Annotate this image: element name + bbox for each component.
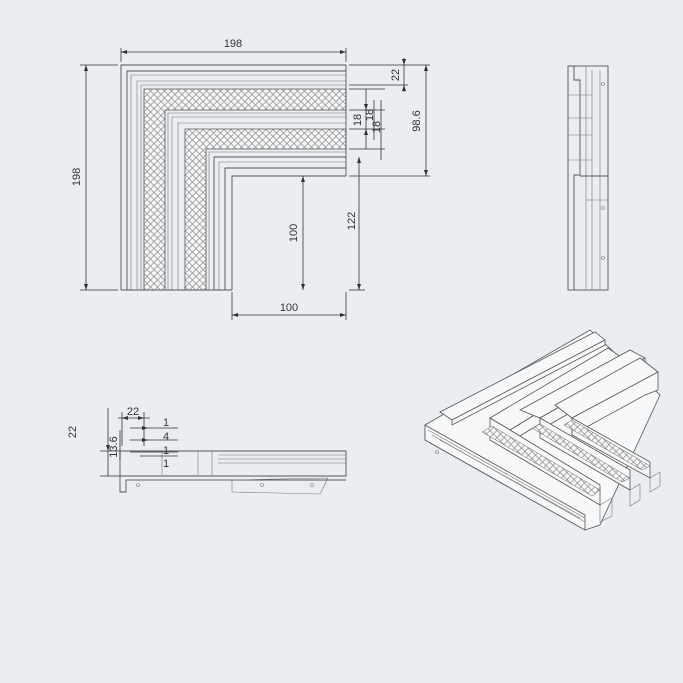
dimension-width-top-label: 198 <box>224 38 242 50</box>
dimension-22-label: 22 <box>390 69 402 81</box>
dimension-98-6: 98.6 <box>349 64 430 177</box>
isometric-view <box>424 329 661 531</box>
top-view: 198 198 22 98.6 <box>71 38 430 320</box>
dimension-122-label: 122 <box>346 212 358 230</box>
dimension-height-left-label: 198 <box>71 168 83 186</box>
dimension-100-bottom-label: 100 <box>280 302 298 314</box>
dimension-18b-label: 18 <box>364 109 376 121</box>
section-dim-4-label: 4 <box>163 431 169 443</box>
dimension-18a-label: 18 <box>352 114 364 126</box>
dimension-height-left: 198 <box>71 64 118 291</box>
dimension-width-top: 198 <box>120 38 347 62</box>
section-dim-13-6-label: 13.6 <box>108 436 120 457</box>
dimension-100-vertical: 100 <box>288 176 305 290</box>
dimension-98-6-label: 98.6 <box>411 110 423 131</box>
section-dim-1c-label: 1 <box>163 458 169 470</box>
section-dim-22-top-label: 22 <box>127 406 139 418</box>
dimension-18-group: 18 18 18 <box>349 88 385 160</box>
section-dim-1b-label: 1 <box>163 445 169 457</box>
dimension-122: 122 <box>346 157 365 291</box>
mesh-band-outer <box>143 88 347 291</box>
dimension-100-vertical-label: 100 <box>288 224 300 242</box>
section-view: 22 22 13.6 1 4 1 1 <box>67 406 347 495</box>
section-dim-22-left-label: 22 <box>67 426 79 438</box>
dimension-18c-label: 18 <box>371 121 383 133</box>
section-dim-1a-label: 1 <box>163 417 169 429</box>
dimension-22: 22 <box>349 58 408 92</box>
side-view <box>567 65 609 291</box>
dimension-100-bottom: 100 <box>231 292 347 320</box>
